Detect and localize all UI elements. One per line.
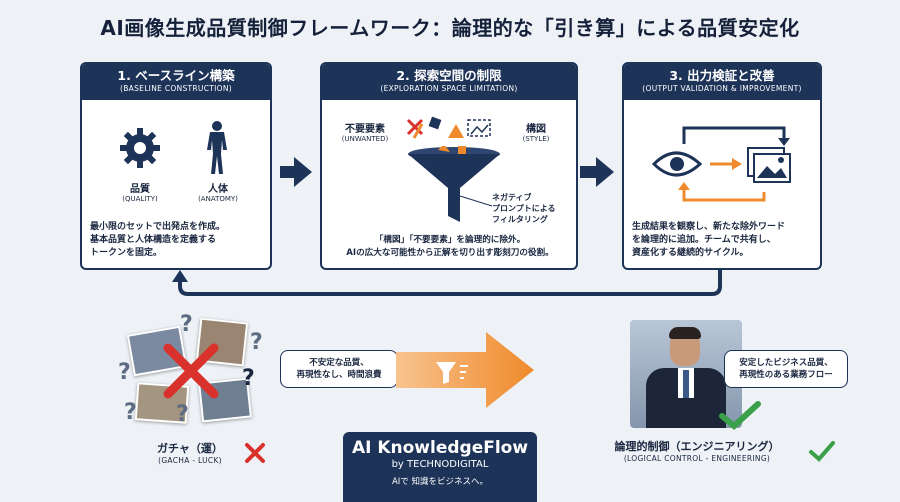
step-panel-validation: 3. 出力検証と改善 (OUTPUT VALIDATION & IMPROVEM… <box>622 62 822 270</box>
question-mark-icon: ? <box>124 400 137 425</box>
gacha-label: ガチャ（運） (GACHA - LUCK) <box>130 440 250 465</box>
red-x-icon <box>245 443 265 463</box>
funnel-note-line: プロンプトによる <box>492 204 556 213</box>
quality-sublabel: (QUALITY) <box>122 195 158 203</box>
gacha-sublabel: (GACHA - LUCK) <box>158 456 222 465</box>
step-description-line: 基本品質と人体構造を定義する <box>90 235 217 245</box>
step-description-line: 資産化する継続的サイクル。 <box>632 248 749 258</box>
businessman-photo <box>630 320 742 428</box>
flow-arrow-icon <box>596 157 614 187</box>
logic-speech-bubble: 安定したビジネス品質、 再現性のある業務フロー <box>724 350 848 388</box>
unwanted-sublabel: (UNWANTED) <box>341 135 389 143</box>
question-mark-icon: ? <box>176 402 189 427</box>
style-label-text: 構図 <box>526 124 546 135</box>
step-subtitle: (BASELINE CONSTRUCTION) <box>120 84 232 93</box>
anatomy-label: 人体 (ANATOMY) <box>186 180 250 203</box>
gacha-bubble-line: 不安定な品質、 <box>309 358 369 368</box>
funnel-note-line: フィルタリング <box>492 215 548 224</box>
green-check-icon <box>719 401 761 430</box>
step-title: 1. ベースライン構築 <box>117 68 235 83</box>
anatomy-icon <box>207 121 227 174</box>
step-header: 3. 出力検証と改善 (OUTPUT VALIDATION & IMPROVEM… <box>624 64 820 100</box>
step-description: 生成結果を観察し、新たな除外ワード を論理的に追加。チームで共有し、 資産化する… <box>632 221 814 260</box>
question-mark-icon: ? <box>180 312 193 337</box>
gear-icon <box>120 128 160 168</box>
logic-bubble-line: 安定したビジネス品質、 <box>739 358 833 368</box>
step-description: 「構図」「不要要素」を論理的に除外。 AIの広大な可能性から正解を切り出す彫刻刀… <box>330 234 570 260</box>
brand-by: by TECHNODIGITAL <box>391 459 489 470</box>
step-description-line: 最小限のセットで出発点を作成。 <box>90 222 226 232</box>
step-description-line: トークンを固定。 <box>90 248 163 258</box>
unwanted-label-text: 不要要素 <box>345 124 385 135</box>
anatomy-sublabel: (ANATOMY) <box>198 195 238 203</box>
logic-bubble-line: 再現性のある業務フロー <box>739 370 833 380</box>
quality-label: 品質 (QUALITY) <box>108 180 172 203</box>
flow-arrow-icon <box>294 157 312 187</box>
person-hair <box>669 327 701 339</box>
anatomy-label-text: 人体 <box>208 184 228 195</box>
step-header: 2. 探索空間の制限 (EXPLORATION SPACE LIMITATION… <box>322 64 576 100</box>
shapes-icon <box>406 116 491 139</box>
gacha-label-text: ガチャ（運） <box>157 442 223 455</box>
unwanted-label: 不要要素 (UNWANTED) <box>330 120 400 143</box>
brand-box: AI KnowledgeFlow by TECHNODIGITAL AIで 知識… <box>343 432 537 502</box>
gacha-bubble-line: 再現性なし、時間浪費 <box>296 370 382 380</box>
step-description-line: AIの広大な可能性から正解を切り出す彫刻刀の役割。 <box>346 248 554 258</box>
step-panel-exploration: 2. 探索空間の制限 (EXPLORATION SPACE LIMITATION… <box>320 62 578 270</box>
step-header: 1. ベースライン構築 (BASELINE CONSTRUCTION) <box>82 64 270 100</box>
step-description: 最小限のセットで出発点を作成。 基本品質と人体構造を定義する トークンを固定。 <box>90 221 264 260</box>
gacha-speech-bubble: 不安定な品質、 再現性なし、時間浪費 <box>280 350 398 388</box>
funnel-note-line: ネガティブ <box>492 193 532 202</box>
validation-cycle-icon <box>651 126 791 202</box>
question-mark-icon: ? <box>250 330 263 355</box>
transition-arrow <box>396 332 534 408</box>
brand-tagline: AIで 知識をビジネスへ。 <box>391 477 489 487</box>
style-label: 構図 (STYLE) <box>506 120 566 143</box>
step-subtitle: (OUTPUT VALIDATION & IMPROVEMENT) <box>642 84 802 93</box>
step-title: 3. 出力検証と改善 <box>669 68 775 83</box>
quality-label-text: 品質 <box>130 184 150 195</box>
step-title: 2. 探索空間の制限 <box>396 68 502 83</box>
logic-label-text: 論理的制御（エンジニアリング） <box>614 440 780 453</box>
flow-arrow-stem <box>580 166 598 178</box>
green-check-small-icon <box>809 441 835 462</box>
step-subtitle: (EXPLORATION SPACE LIMITATION) <box>380 84 518 93</box>
page-title: AI画像生成品質制御フレームワーク：論理的な「引き算」による品質安定化 <box>100 16 800 40</box>
question-mark-icon: ? <box>242 366 255 391</box>
step-description-line: 「構図」「不要要素」を論理的に除外。 <box>374 235 526 245</box>
step-description-line: を論理的に追加。チームで共有し、 <box>632 235 776 245</box>
funnel-note: ネガティブ プロンプトによる フィルタリング <box>492 192 556 225</box>
style-sublabel: (STYLE) <box>522 135 550 143</box>
brand-name: AI KnowledgeFlow <box>351 438 529 458</box>
question-mark-icon: ? <box>118 360 131 385</box>
red-cross-icon <box>163 343 219 399</box>
funnel-icon <box>408 146 500 222</box>
step-panel-baseline: 1. ベースライン構築 (BASELINE CONSTRUCTION) 品質 (… <box>80 62 272 270</box>
flow-arrow-stem <box>280 166 296 178</box>
logic-label: 論理的制御（エンジニアリング） (LOGICAL CONTROL - ENGIN… <box>590 438 804 463</box>
logic-sublabel: (LOGICAL CONTROL - ENGINEERING) <box>623 454 771 463</box>
person-tie <box>683 370 689 398</box>
step-description-line: 生成結果を観察し、新たな除外ワード <box>632 222 786 232</box>
feedback-loop-arrow <box>172 268 722 296</box>
